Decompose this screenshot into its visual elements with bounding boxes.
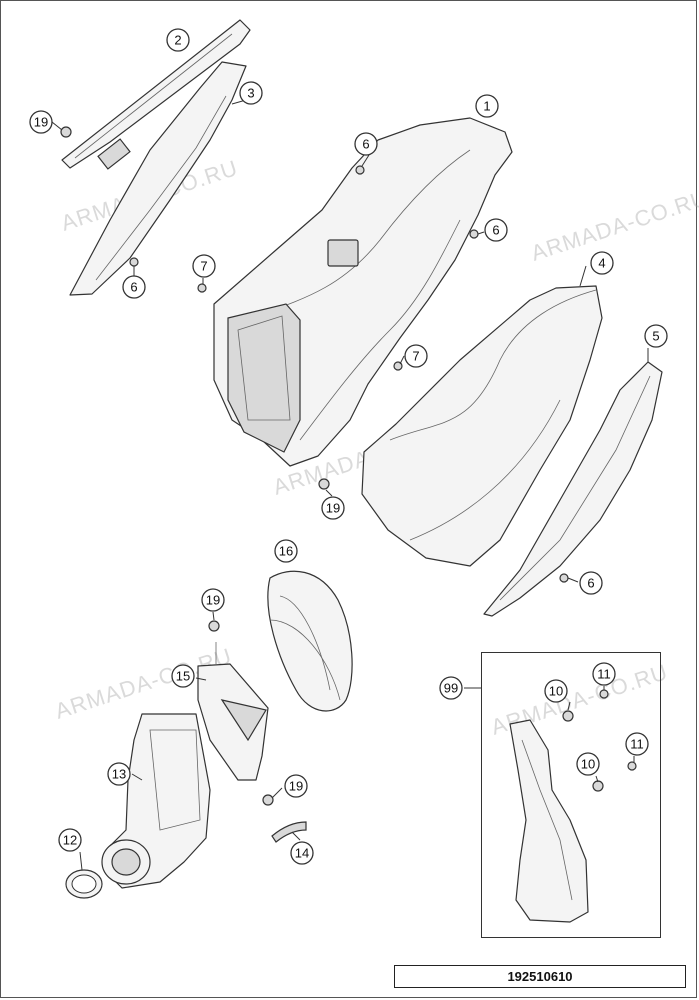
svg-text:6: 6 xyxy=(362,137,369,152)
callout-2: 2 xyxy=(166,28,190,52)
callout-16: 16 xyxy=(274,539,298,563)
kit-side-cover xyxy=(509,719,589,923)
callout-19: 19 xyxy=(29,110,53,134)
svg-text:14: 14 xyxy=(295,846,309,861)
inner-cover-left xyxy=(69,61,247,296)
callout-19: 19 xyxy=(201,588,225,612)
callout-3: 3 xyxy=(239,81,263,105)
svg-text:7: 7 xyxy=(412,349,419,364)
drawing-number: 192510610 xyxy=(394,965,686,988)
air-filter-box xyxy=(213,117,513,467)
side-number-plate-right xyxy=(483,361,663,617)
svg-text:16: 16 xyxy=(279,544,293,559)
air-filter-element xyxy=(267,570,353,712)
callout-13: 13 xyxy=(107,762,131,786)
callout-10: 10 xyxy=(576,752,600,776)
svg-text:12: 12 xyxy=(63,833,77,848)
callout-10: 10 xyxy=(544,679,568,703)
filter-clip xyxy=(271,821,307,843)
callout-5: 5 xyxy=(644,324,668,348)
svg-text:11: 11 xyxy=(630,737,644,752)
callout-12: 12 xyxy=(58,828,82,852)
filter-cage xyxy=(197,642,269,781)
svg-text:3: 3 xyxy=(247,86,254,101)
svg-text:6: 6 xyxy=(492,223,499,238)
callout-6: 6 xyxy=(122,275,146,299)
callout-15: 15 xyxy=(171,664,195,688)
svg-text:11: 11 xyxy=(597,667,611,682)
callout-7: 7 xyxy=(404,344,428,368)
callout-11: 11 xyxy=(625,732,649,756)
side-number-plate-left xyxy=(61,19,251,169)
callout-14: 14 xyxy=(290,841,314,865)
svg-text:99: 99 xyxy=(444,681,458,696)
side-cover-right xyxy=(361,285,603,567)
leader-lines xyxy=(51,99,649,871)
svg-text:6: 6 xyxy=(587,576,594,591)
svg-text:13: 13 xyxy=(112,767,126,782)
svg-text:19: 19 xyxy=(289,779,303,794)
svg-text:19: 19 xyxy=(206,593,220,608)
kit-detail-box xyxy=(481,652,661,938)
callout-4: 4 xyxy=(590,251,614,275)
svg-text:7: 7 xyxy=(200,259,207,274)
svg-text:10: 10 xyxy=(581,757,595,772)
callout-6: 6 xyxy=(354,132,378,156)
callout-6: 6 xyxy=(579,571,603,595)
svg-text:10: 10 xyxy=(549,684,563,699)
callout-19: 19 xyxy=(284,774,308,798)
svg-text:19: 19 xyxy=(34,115,48,130)
svg-text:5: 5 xyxy=(652,329,659,344)
callout-1: 1 xyxy=(475,94,499,118)
callout-7: 7 xyxy=(192,254,216,278)
svg-text:2: 2 xyxy=(174,33,181,48)
callout-6: 6 xyxy=(484,218,508,242)
intake-boot xyxy=(101,713,211,889)
svg-text:4: 4 xyxy=(598,256,605,271)
hose-clamp xyxy=(65,869,103,899)
svg-text:15: 15 xyxy=(176,669,190,684)
callout-99: 99 xyxy=(439,676,463,700)
callout-19: 19 xyxy=(321,496,345,520)
fasteners xyxy=(60,126,637,806)
svg-text:6: 6 xyxy=(130,280,137,295)
svg-text:1: 1 xyxy=(483,99,490,114)
callout-11: 11 xyxy=(592,662,616,686)
svg-text:19: 19 xyxy=(326,501,340,516)
